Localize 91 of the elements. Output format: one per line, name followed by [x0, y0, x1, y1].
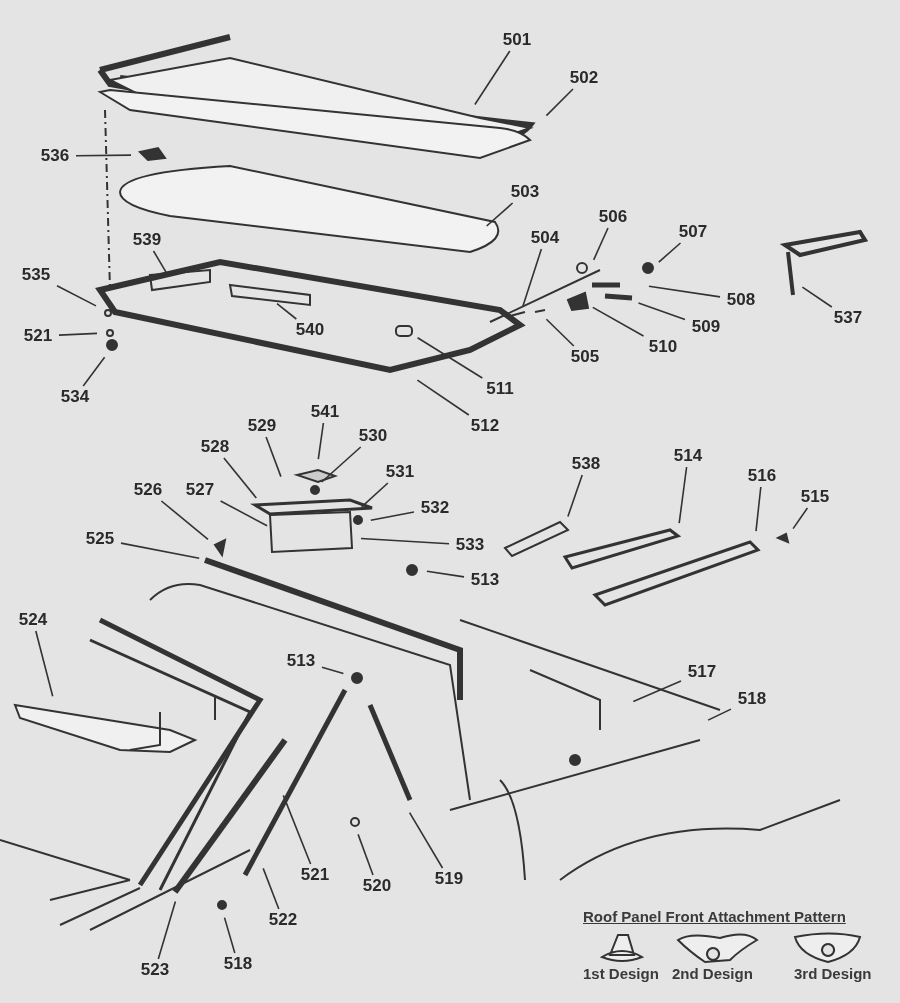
callout-number: 533 [450, 535, 490, 555]
callout-number: 525 [80, 529, 120, 549]
callout-number: 513 [281, 651, 321, 671]
leader-line [157, 900, 177, 960]
leader-line [223, 916, 236, 954]
leader-line [658, 242, 682, 263]
callout-number: 509 [686, 317, 726, 337]
legend-heading: Roof Panel Front Attachment Pattern [583, 908, 846, 925]
callout-number: 502 [564, 68, 604, 88]
callout-number: 518 [732, 689, 772, 709]
leader-line [370, 511, 415, 522]
leader-line [416, 379, 470, 416]
leader-line [321, 666, 345, 675]
callout-number: 538 [566, 454, 606, 474]
leader-line [223, 457, 258, 499]
leader-line [592, 306, 645, 337]
design-caption: 2nd Design [672, 965, 753, 982]
callout-number: 520 [357, 876, 397, 896]
leader-line [755, 486, 762, 532]
callout-number: 529 [242, 416, 282, 436]
leader-line [426, 570, 465, 578]
leader-line [35, 630, 54, 698]
leader-line [317, 422, 325, 460]
leader-line [648, 285, 721, 298]
callout-number: 517 [682, 662, 722, 682]
leader-line [408, 811, 444, 869]
callout-number: 507 [673, 222, 713, 242]
leader-line [545, 88, 574, 117]
callout-number: 536 [35, 146, 75, 166]
design-caption: 3rd Design [794, 965, 872, 982]
leader-line [792, 507, 809, 530]
callout-number: 537 [828, 308, 868, 328]
leader-line [801, 286, 833, 308]
callout-number: 521 [18, 326, 58, 346]
callout-number: 503 [505, 182, 545, 202]
callout-number: 530 [353, 426, 393, 446]
callout-number: 541 [305, 402, 345, 422]
leader-line [320, 446, 362, 483]
leader-line [360, 537, 450, 545]
callout-number: 504 [525, 228, 565, 248]
callout-number: 511 [480, 379, 520, 399]
leader-line [632, 680, 682, 703]
leader-line [265, 436, 282, 478]
leader-line [56, 285, 97, 307]
callout-number: 519 [429, 869, 469, 889]
leader-line [360, 482, 389, 508]
callout-number: 501 [497, 30, 537, 50]
callout-number: 505 [565, 347, 605, 367]
leader-line [637, 302, 686, 321]
leader-line [262, 867, 280, 910]
leader-line [567, 474, 583, 518]
callout-number: 516 [742, 466, 782, 486]
callout-number: 510 [643, 337, 683, 357]
leader-line [357, 833, 374, 876]
leader-line [75, 154, 132, 157]
callout-number: 535 [16, 265, 56, 285]
leader-line [707, 708, 732, 721]
callout-number: 518 [218, 954, 258, 974]
leader-line [545, 318, 575, 347]
callout-number: 524 [13, 610, 53, 630]
callout-number: 526 [128, 480, 168, 500]
callout-number: 539 [127, 230, 167, 250]
callout-number: 531 [380, 462, 420, 482]
callout-number: 527 [180, 480, 220, 500]
leader-line [282, 794, 312, 865]
leader-line [120, 542, 200, 560]
leader-line [592, 227, 609, 261]
callout-number: 522 [263, 910, 303, 930]
callout-number: 523 [135, 960, 175, 980]
leader-line [82, 356, 106, 387]
callout-number: 534 [55, 387, 95, 407]
leader-line [276, 302, 298, 320]
callout-number: 508 [721, 290, 761, 310]
leader-line [58, 332, 98, 336]
callout-number: 512 [465, 416, 505, 436]
leader-line [219, 500, 268, 527]
callout-number: 532 [415, 498, 455, 518]
leader-line [416, 337, 484, 379]
callout-number: 506 [593, 207, 633, 227]
callout-number: 540 [290, 320, 330, 340]
design-caption: 1st Design [583, 965, 659, 982]
leader-line [485, 202, 514, 227]
leader-line [474, 50, 511, 106]
callout-number: 513 [465, 570, 505, 590]
leader-line [160, 500, 209, 541]
callout-number: 515 [795, 487, 835, 507]
callout-number: 514 [668, 446, 708, 466]
leader-line [678, 466, 688, 524]
callout-number: 521 [295, 865, 335, 885]
leader-line [522, 248, 543, 308]
callout-number: 528 [195, 437, 235, 457]
